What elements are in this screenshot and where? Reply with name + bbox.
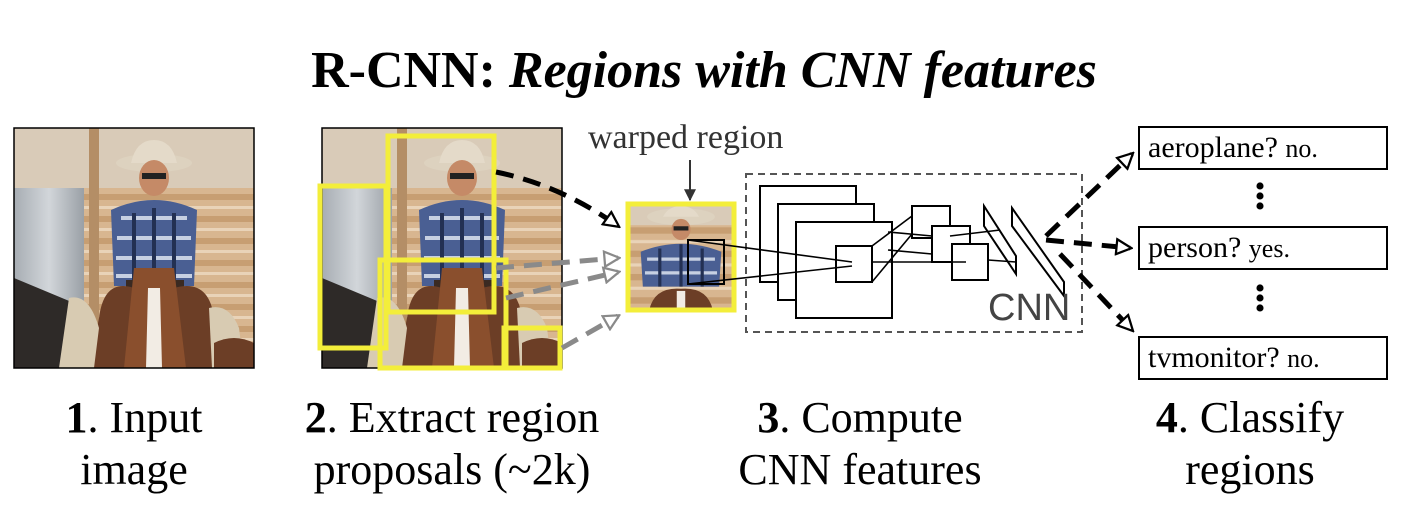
step-text: . Compute — [779, 393, 963, 442]
class-answer: yes. — [1248, 234, 1290, 263]
warped-region-label: warped region — [588, 119, 784, 156]
arrow-out-tvmonitor — [1058, 252, 1132, 330]
proposal-box-horse — [377, 257, 509, 371]
arrow-out-person — [1045, 237, 1130, 248]
class-label: aeroplane? — [1148, 131, 1278, 164]
step-text: . Input — [87, 393, 203, 442]
class-box-person: person? yes. — [1138, 226, 1388, 270]
class-label: person? — [1148, 231, 1242, 264]
step-text: . Classify — [1177, 393, 1345, 442]
arrow-proposal-2 — [495, 258, 618, 271]
class-box-tvmonitor: tvmonitor? no. — [1138, 336, 1388, 380]
ellipsis-dots-1: ••• — [1254, 170, 1266, 223]
step-number: 4 — [1155, 393, 1178, 442]
class-answer: no. — [1287, 344, 1320, 373]
warped-region-image — [625, 201, 737, 313]
proposal-box-fence — [317, 183, 389, 351]
title-main: R-CNN: — [311, 42, 509, 99]
cnn-label: CNN — [988, 287, 1071, 329]
step-number: 1 — [65, 393, 88, 442]
step-text-line2: proposals (~2k) — [313, 445, 591, 494]
arrow-out-aeroplane — [1044, 154, 1132, 238]
arrow-proposal-3 — [505, 272, 618, 301]
diagram-title: R-CNN: Regions with CNN features — [0, 36, 1408, 106]
arrow-proposal-4 — [560, 313, 618, 351]
step-text-line2: regions — [1185, 445, 1315, 494]
class-box-aeroplane: aeroplane? no. — [1138, 126, 1388, 170]
cnn-box — [745, 173, 1083, 333]
input-image — [13, 127, 255, 369]
title-italic: Regions with CNN features — [508, 42, 1097, 99]
step-text: . Extract region — [326, 393, 600, 442]
ellipsis-dots-2: ••• — [1254, 272, 1266, 325]
step-number: 3 — [757, 393, 780, 442]
arrow-proposal-1 — [495, 169, 618, 226]
step-text-line2: CNN features — [738, 445, 982, 494]
proposal-image — [317, 127, 563, 371]
step-number: 2 — [304, 393, 327, 442]
cnn-connections — [687, 215, 1017, 285]
class-answer: no. — [1285, 134, 1318, 163]
step-text-line2: image — [80, 445, 188, 494]
class-label: tvmonitor? — [1148, 341, 1280, 374]
proposal-box-small — [501, 325, 563, 371]
